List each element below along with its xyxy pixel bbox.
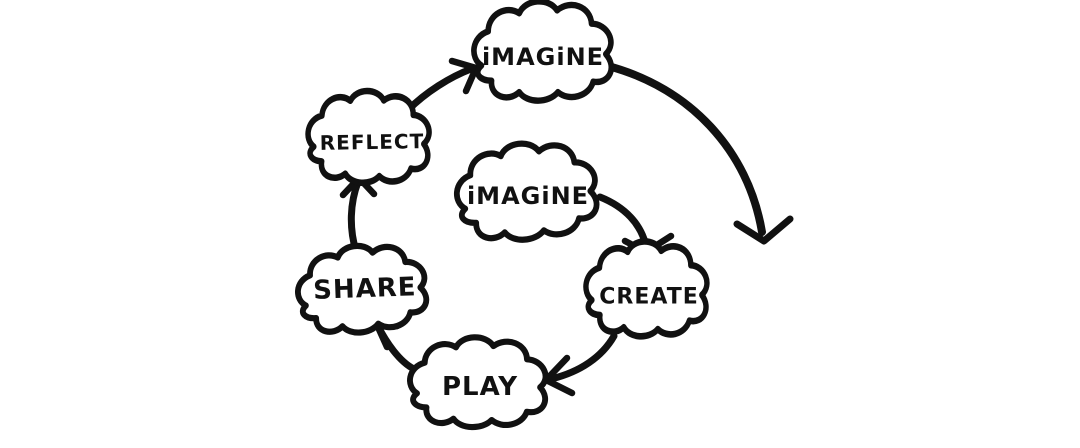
edge-imagine-outer-spiral-out [604,62,794,245]
node-play: PLAY [408,335,547,430]
node-imagine-outer: iMAGiNE [474,1,611,100]
arrow-curve [604,62,766,236]
node-label: PLAY [442,372,518,402]
node-label: SHARE [313,272,417,306]
edge-reflect-to-imagine-outer [404,57,480,114]
node-label: REFLECT [320,129,425,155]
arrow-curve [347,178,362,255]
node-label: iMAGiNE [467,182,589,210]
node-imagine-center: iMAGiNE [454,140,598,243]
node-reflect: REFLECT [305,87,432,187]
node-share: SHARE [295,241,428,336]
arrowhead [733,215,794,245]
arrow-curve [547,332,618,383]
node-label: CREATE [599,285,698,310]
edge-create-to-play [542,332,618,397]
node-create: CREATE [583,238,709,339]
arrow-curve [404,65,475,114]
edge-share-to-reflect [339,174,378,255]
node-label: iMAGiNE [482,43,604,71]
